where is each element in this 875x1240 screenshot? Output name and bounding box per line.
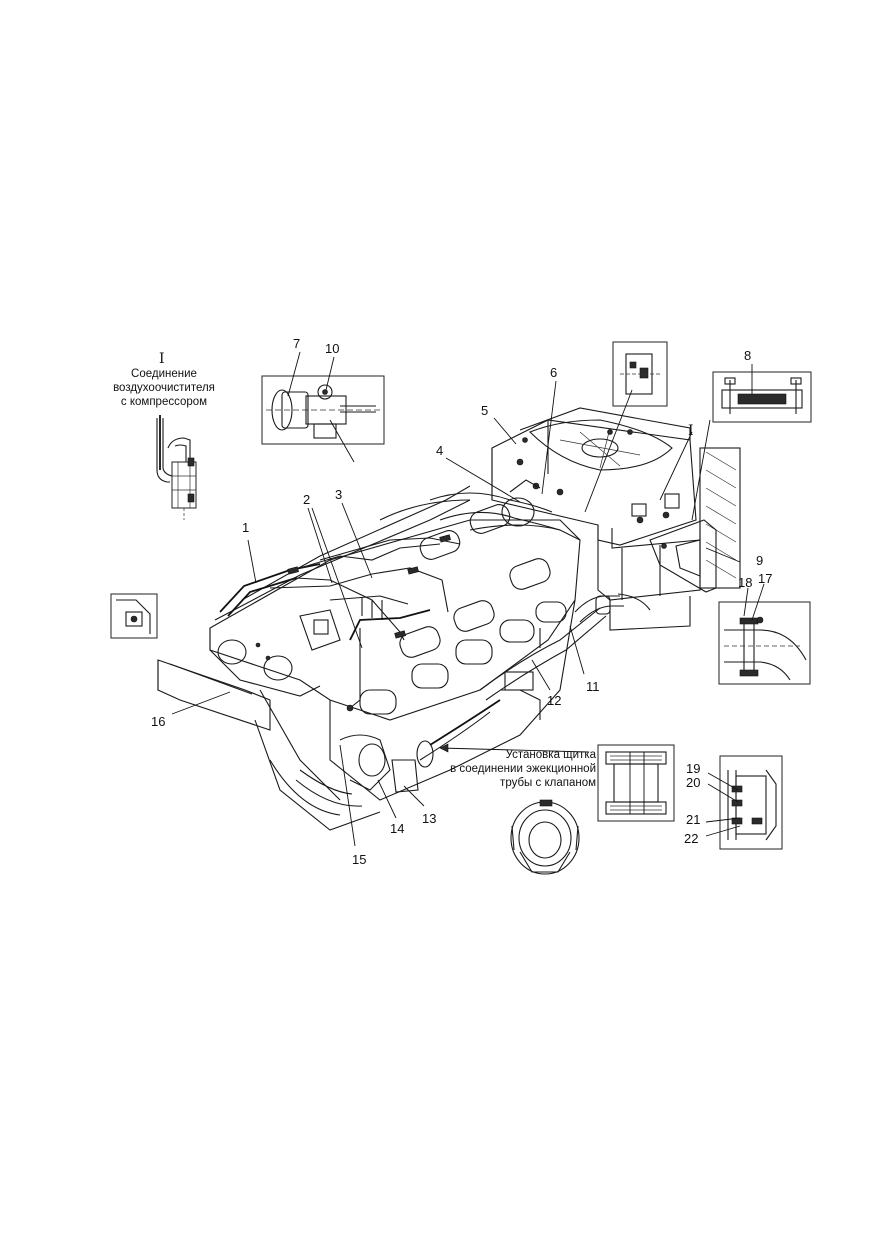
callout-10: 10: [325, 341, 340, 356]
callout-15: 15: [352, 852, 367, 867]
detail-i-caption-line-1: Соединение: [131, 368, 197, 380]
bracket-9: [649, 519, 717, 593]
front-plate-16: [157, 659, 271, 731]
callout-2: 2: [303, 492, 311, 507]
callout-13: 13: [422, 811, 437, 826]
pipe-lines-1-2-3: [219, 534, 461, 712]
detail-air-cleaner-compressor-connection: [156, 415, 197, 520]
callout-20: 20: [686, 775, 701, 790]
callout-21: 21: [686, 812, 701, 827]
callout-7: 7: [293, 336, 301, 351]
detail-i-caption-line-2: воздухоочистителя: [113, 382, 215, 394]
callout-5: 5: [481, 403, 489, 418]
callout-6: 6: [550, 365, 558, 380]
callout-14: 14: [390, 821, 405, 836]
detail-box-left-small: [110, 593, 158, 639]
engine-block: [209, 485, 581, 831]
ejection-pipes: [295, 593, 651, 807]
air-cleaner-housing: [491, 407, 701, 631]
detail-box-7-10: [261, 375, 385, 463]
callout-18: 18: [738, 575, 753, 590]
detail-box-19-22: [719, 755, 783, 850]
detail-box-8: [691, 371, 812, 521]
detail-box-6: [584, 341, 668, 513]
callout-17: 17: [758, 571, 773, 586]
detail-i-marker: I: [688, 423, 694, 439]
callout-9: 9: [756, 553, 764, 568]
detail-box-17-18: [718, 601, 811, 685]
callout-22: 22: [684, 831, 699, 846]
shield-detail-box: [597, 744, 675, 822]
shield-caption-line-2: в соединении эжекционной: [450, 763, 596, 775]
callout-16: 16: [151, 714, 166, 729]
radiator-wall: [699, 447, 741, 589]
shield-caption-line-3: трубы с клапаном: [500, 777, 596, 789]
detail-i-roman: I: [159, 351, 165, 367]
callout-11: 11: [586, 679, 600, 694]
exhaust-ports: [217, 504, 567, 715]
detail-i-caption: Соединение воздухоочистителя с компрессо…: [100, 367, 228, 409]
callout-3: 3: [335, 487, 343, 502]
callout-1: 1: [242, 520, 250, 535]
shield-caption-line-1: Установка щитка: [505, 749, 596, 761]
leader-lines: [171, 351, 765, 847]
callout-4: 4: [436, 443, 444, 458]
detail-i-caption-line-3: с компрессором: [120, 396, 208, 408]
callout-8: 8: [744, 348, 752, 363]
intake-duct-4: [379, 479, 581, 541]
shield-clamp: [510, 799, 580, 875]
callout-19: 19: [686, 761, 701, 776]
callout-12: 12: [547, 693, 562, 708]
shield-caption: Установка щитка в соединении эжекционной…: [446, 748, 596, 790]
